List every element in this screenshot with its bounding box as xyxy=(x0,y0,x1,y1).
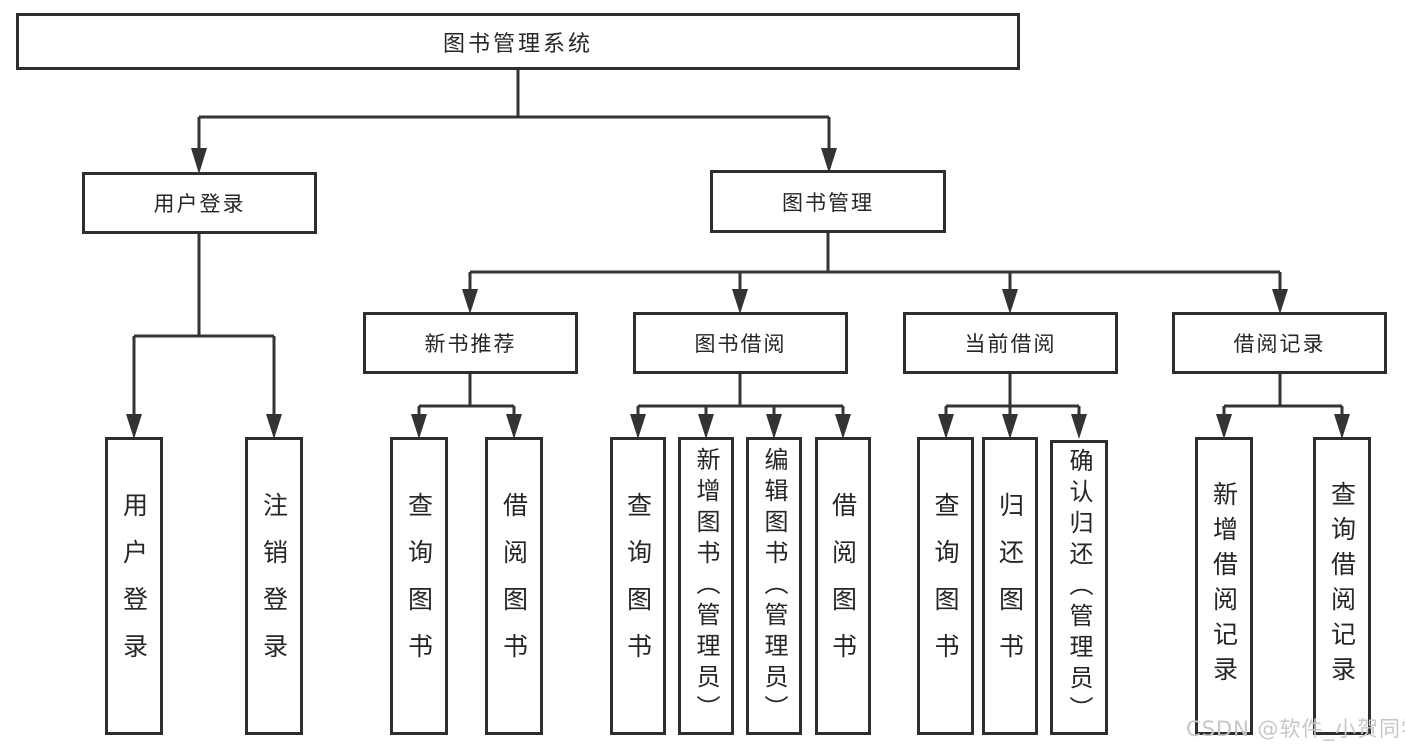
leaf-user-login-label: 用户登录 xyxy=(119,492,149,680)
leaf-add-books-admin: 新增图书（管理员） xyxy=(678,437,734,735)
node-new-book-recommend: 新书推荐 xyxy=(363,312,578,374)
leaf-query-books-current: 查询图书 xyxy=(917,437,974,735)
leaf-query-borrow-record: 查询借阅记录 xyxy=(1313,437,1371,735)
leaf-confirm-return-admin-label: 确认归还（管理员） xyxy=(1065,448,1093,727)
node-book-management-label: 图书管理 xyxy=(782,190,874,215)
leaf-query-books-current-label: 查询图书 xyxy=(931,492,960,680)
leaf-borrow-books-recommend: 借阅图书 xyxy=(485,437,543,735)
node-book-borrow: 图书借阅 xyxy=(633,312,848,374)
leaf-query-books-recommend-label: 查询图书 xyxy=(404,492,434,680)
leaf-add-borrow-record-label: 新增借阅记录 xyxy=(1209,481,1239,691)
leaf-query-books-borrow: 查询图书 xyxy=(610,437,666,735)
node-borrow-records: 借阅记录 xyxy=(1172,312,1387,374)
node-root-label: 图书管理系统 xyxy=(442,31,593,57)
leaf-add-borrow-record: 新增借阅记录 xyxy=(1195,437,1253,735)
node-current-borrow: 当前借阅 xyxy=(903,312,1118,374)
node-root: 图书管理系统 xyxy=(16,13,1020,70)
leaf-query-books-recommend: 查询图书 xyxy=(390,437,448,735)
node-book-management: 图书管理 xyxy=(710,170,946,233)
leaf-borrow-books-label: 借阅图书 xyxy=(828,492,858,680)
leaf-confirm-return-admin: 确认归还（管理员） xyxy=(1050,440,1108,735)
leaf-logout-label: 注销登录 xyxy=(259,492,289,680)
leaf-return-books: 归还图书 xyxy=(982,437,1038,735)
node-user-login-label: 用户登录 xyxy=(153,192,246,216)
leaf-borrow-books: 借阅图书 xyxy=(815,437,871,735)
leaf-query-borrow-record-label: 查询借阅记录 xyxy=(1327,481,1357,691)
node-borrow-records-label: 借阅记录 xyxy=(1233,332,1326,356)
leaf-edit-books-admin: 编辑图书（管理员） xyxy=(746,437,802,735)
arrowhead-icons xyxy=(126,148,1350,439)
node-new-book-recommend-label: 新书推荐 xyxy=(424,332,517,356)
node-user-login: 用户登录 xyxy=(82,172,317,234)
node-book-borrow-label: 图书借阅 xyxy=(694,332,787,356)
leaf-logout: 注销登录 xyxy=(245,437,303,735)
leaf-query-books-borrow-label: 查询图书 xyxy=(623,492,653,680)
node-current-borrow-label: 当前借阅 xyxy=(964,332,1057,356)
leaf-borrow-books-recommend-label: 借阅图书 xyxy=(499,492,529,680)
leaf-edit-books-admin-label: 编辑图书（管理员） xyxy=(760,446,788,726)
leaf-user-login: 用户登录 xyxy=(105,437,163,735)
leaf-add-books-admin-label: 新增图书（管理员） xyxy=(692,446,720,726)
leaf-return-books-label: 归还图书 xyxy=(995,492,1025,680)
watermark-text: CSDN @软件_小贺同学 xyxy=(1186,717,1405,741)
